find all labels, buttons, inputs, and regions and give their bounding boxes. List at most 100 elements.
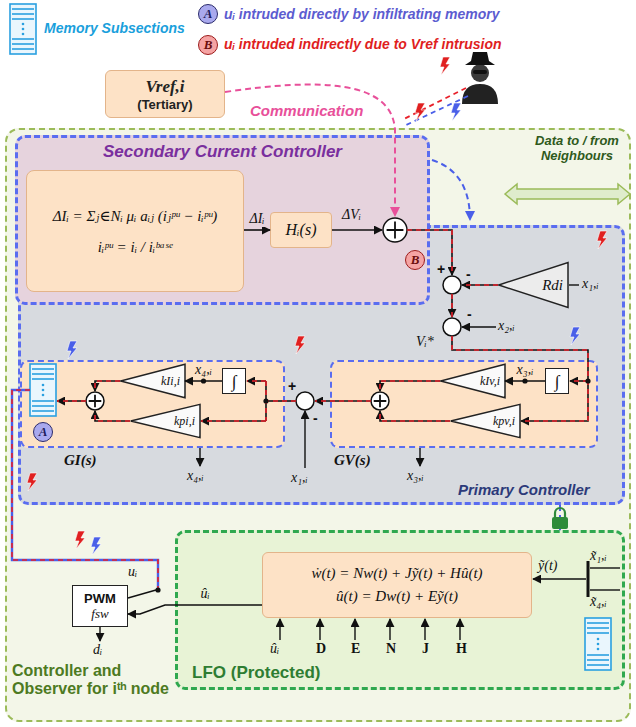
memory-row: [12, 38, 34, 40]
annotation: Data to / from Neighbours: [528, 133, 626, 163]
secondary-region: Secondary Current ControllerΔIᵢ = Σⱼ∈Nᵢ …: [15, 135, 430, 305]
box-text: ∫: [232, 373, 237, 390]
signal-label: D: [316, 641, 326, 657]
box-text: B: [411, 252, 420, 268]
signal-label: x₂,ᵢ: [498, 318, 515, 334]
annotation: Communication: [250, 102, 363, 119]
formula-box: ΔIᵢ = Σⱼ∈Nᵢ μᵢ aᵢⱼ (iⱼᵖᵘ − iᵢᵖᵘ) iᵢᵖᵘ = i…: [26, 170, 244, 292]
signal-label: ΔVᵢ: [342, 207, 361, 223]
memory-row: [12, 48, 34, 50]
triangle-shape: [499, 262, 568, 307]
signal-label: ûᵢ: [270, 641, 279, 657]
box-text: ∫: [555, 373, 560, 390]
equation-box: ẇ(t) = Nw(t) + Jỹ(t) + Hû(t) û(t) = Dw(t)…: [262, 552, 532, 618]
signal-label: ỹ(t): [538, 558, 557, 574]
edge-label: x₄,ᵢ: [194, 362, 213, 378]
signal-label: N: [386, 641, 396, 657]
lightning-bolt: [440, 57, 450, 75]
signal-label: uᵢ: [128, 564, 137, 580]
attack-line: [402, 88, 466, 120]
intrusion-badge: B: [405, 250, 425, 270]
transfer-box: Hᵢ(s): [270, 212, 332, 248]
signal-label: x̃₁,ᵢ: [590, 548, 607, 564]
gain-label: kpv,i: [493, 414, 515, 429]
box-text: û(t) = Dw(t) + Eỹ(t): [336, 588, 458, 605]
signal-label: x₁,ᵢ: [291, 470, 308, 486]
gain-label: kpi,i: [174, 414, 195, 429]
integrator-box: ∫: [545, 368, 569, 394]
triangle-shape: [131, 404, 200, 437]
box-text: PWM: [84, 591, 116, 606]
hacker-icon: [462, 52, 498, 104]
memory-row: [12, 43, 34, 45]
region-title: GV(s): [334, 452, 371, 469]
legend-badge: A: [198, 4, 218, 24]
intrusion-badge: A: [33, 422, 53, 442]
region-title: GI(s): [64, 452, 97, 469]
gain-label: Rdi: [542, 277, 563, 294]
memory-row: [12, 13, 34, 15]
memory-dot: [22, 33, 25, 36]
controller-region: Primary Controller RdiGV(s) kIv,i ∫ kpv,iGI(…: [5, 128, 631, 722]
region-title: Primary Controller: [458, 481, 590, 498]
lightning-bolt: [415, 103, 425, 121]
signal-label: x̃₄,ᵢ: [590, 594, 607, 610]
controller-block: GI(s)AkIi,i∫kpi,i: [20, 360, 285, 448]
sign-label: +: [437, 261, 445, 277]
gain-triangle: kIv,i: [440, 364, 505, 398]
sign-label: -: [467, 306, 472, 322]
box-text: (Tertiary): [137, 97, 192, 112]
gain-label: kIv,i: [480, 374, 500, 389]
signal-label: x₁,ᵢ: [582, 276, 599, 292]
gain-triangle: kpi,i: [130, 404, 200, 438]
reference-box: Vref,i(Tertiary): [105, 70, 225, 118]
legend-text: uᵢ intruded indirectly due to Vref intru…: [224, 36, 501, 52]
hacker-head: [471, 64, 489, 82]
gain-triangle: kpv,i: [450, 404, 520, 438]
region-title: Controller and Observer for iᵗʰ node: [12, 662, 177, 698]
gain-label: kIi,i: [161, 374, 180, 389]
lightning-bolt: [451, 103, 461, 121]
gain-triangle: Rdi: [498, 262, 568, 308]
hacker-hat: [465, 52, 495, 65]
gain-triangle: kIi,i: [120, 364, 185, 398]
edge-label: ΔIᵢ: [248, 211, 265, 227]
pwm-box: PWMfsw: [72, 585, 128, 627]
sign-label: -: [313, 410, 318, 426]
signal-label: dᵢ: [93, 642, 102, 658]
memory-row: [12, 8, 34, 10]
box-text: ΔIᵢ = Σⱼ∈Nᵢ μᵢ aᵢⱼ (iⱼᵖᵘ − iᵢᵖᵘ): [53, 207, 218, 225]
box-text: iᵢᵖᵘ = iᵢ / iᵢᵇᵃˢᵉ: [98, 239, 173, 256]
box-text: ẇ(t) = Nw(t) + Jỹ(t) + Hû(t): [311, 565, 482, 582]
integrator-box: ∫: [222, 368, 246, 394]
edge-label: ûᵢ: [199, 586, 210, 602]
legend-text: uᵢ intruded directly by infiltrating mem…: [224, 6, 499, 22]
signal-label: x₄,ᵢ: [187, 468, 204, 484]
sign-label: -: [466, 266, 471, 282]
box-text: A: [204, 6, 213, 22]
hacker-body: [462, 84, 498, 104]
region-title: LFO (Protected): [192, 663, 320, 683]
signal-label: J: [422, 641, 429, 657]
signal-label: H: [456, 641, 467, 657]
signal-label: x₃,ᵢ: [407, 468, 424, 484]
triangle-shape: [451, 404, 520, 437]
signal-label: Vᵢ*: [416, 334, 434, 350]
triangle-shape: [121, 364, 185, 397]
signal-label: E: [351, 641, 360, 657]
edge-label: x₃,ᵢ: [516, 362, 535, 378]
memory-row: [12, 18, 34, 20]
box-text: Vref,i: [145, 77, 184, 97]
box-text: B: [204, 37, 213, 53]
region-title: Secondary Current Controller: [18, 142, 427, 162]
box-text: A: [39, 424, 48, 440]
memory-icon: [10, 4, 36, 54]
memory-dot: [22, 28, 25, 31]
box-text: fsw: [91, 606, 108, 622]
legend-text: Memory Subsections: [44, 20, 185, 36]
triangle-shape: [441, 364, 505, 397]
sign-label: +: [288, 378, 296, 394]
legend-badge: B: [198, 35, 218, 55]
attack-line: [404, 96, 468, 126]
